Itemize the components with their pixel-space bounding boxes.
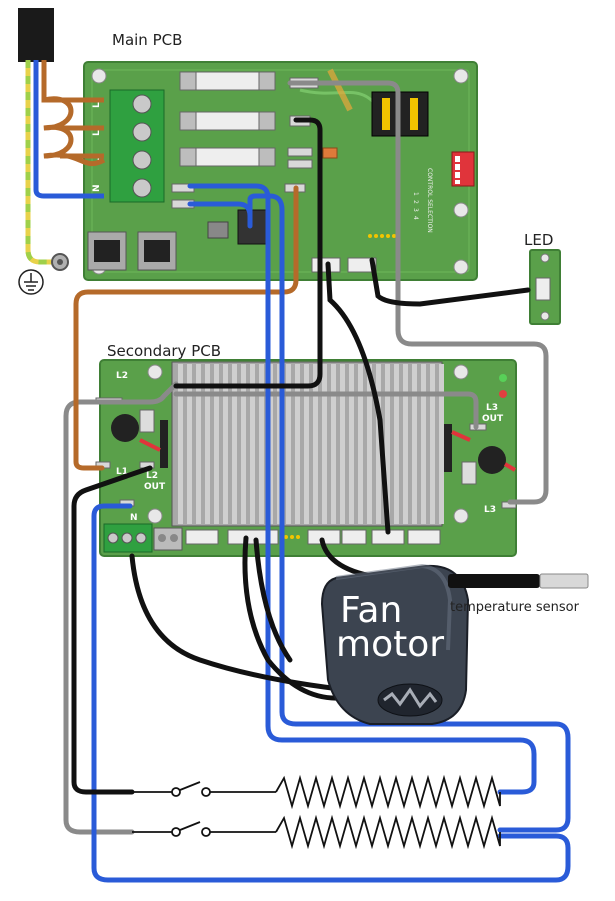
heatsink-fin — [250, 364, 255, 524]
secondary-terminal-block — [103, 523, 183, 553]
heatsink-fin — [430, 364, 435, 524]
heatsink-fin — [403, 364, 408, 524]
heatsink-fin — [367, 364, 372, 524]
switch-icon — [132, 781, 276, 837]
pin-header — [368, 234, 396, 238]
terminal-label-l1: L — [92, 102, 102, 108]
fan-label-line1: Fan — [340, 590, 402, 631]
heatsink-fin — [313, 364, 318, 524]
heatsink-fin — [304, 364, 309, 524]
dip-switch-icon — [451, 151, 475, 187]
heatsink-fin — [385, 364, 390, 524]
temperature-sensor — [448, 573, 589, 589]
heatsink-fin — [241, 364, 246, 524]
silk-n: N — [130, 513, 138, 523]
main-terminal-block: L L L N — [92, 89, 165, 203]
brown-coil-loops — [43, 96, 106, 167]
heatsink-fin — [340, 364, 345, 524]
silk-switch-2: 2 — [412, 200, 419, 204]
heatsink-fin — [322, 364, 327, 524]
wire-blue — [91, 183, 571, 883]
secondary-pcb-label: Secondary PCB — [107, 342, 221, 360]
led-board — [529, 249, 561, 325]
silk-control-selection: CONTROL SELECTION — [426, 168, 433, 233]
heatsink-fin — [358, 364, 363, 524]
heatsink-fin — [286, 364, 291, 524]
heatsink-fin — [295, 364, 300, 524]
heatsink-fin — [394, 364, 399, 524]
terminal-label-n: N — [92, 184, 102, 192]
heatsink-fin — [223, 364, 228, 524]
silk-switch-4: 4 — [412, 216, 419, 220]
silk-l3-out-b: OUT — [482, 414, 504, 424]
rj45-jack — [87, 231, 177, 271]
fuse-icon — [179, 71, 276, 167]
heatsink-fin — [331, 364, 336, 524]
silk-l2: L2 — [116, 371, 128, 381]
terminal-label-l2: L — [92, 130, 102, 136]
main-pcb-label: Main PCB — [112, 31, 182, 49]
mains-cable — [18, 8, 106, 271]
heatsink-fin — [349, 364, 354, 524]
heating-coil-icon — [275, 774, 501, 850]
silk-l2-out-a: L2 — [146, 471, 158, 481]
temperature-sensor-label: temperature sensor — [450, 600, 580, 615]
heatsink-fin — [376, 364, 381, 524]
silk-l3-out-a: L3 — [486, 403, 498, 413]
led-label: LED — [524, 231, 553, 249]
silk-l3: L3 — [484, 505, 496, 515]
silk-l2-out-b: OUT — [144, 482, 166, 492]
heatsink-fin — [178, 364, 183, 524]
heatsink-fin — [439, 364, 444, 524]
current-sensor-icon — [111, 409, 517, 485]
heatsink-fin — [421, 364, 426, 524]
secondary-pcb: L2 L1 L2 OUT L3 OUT L3 N — [95, 359, 517, 557]
earth-ground-icon — [18, 269, 44, 295]
wire-brown — [73, 185, 299, 471]
silk-l1: L1 — [116, 467, 128, 477]
heatsink-fin — [214, 364, 219, 524]
silk-switch-3: 3 — [412, 208, 419, 212]
fan-motor-icon: Fan motor — [320, 563, 470, 725]
fan-label-line2: motor — [336, 624, 444, 665]
heatsink-fin — [232, 364, 237, 524]
silk-switch-1: 1 — [412, 192, 419, 196]
heatsink-fin — [205, 364, 210, 524]
heatsink-fin — [196, 364, 201, 524]
heatsink-fin — [412, 364, 417, 524]
heatsink-fin — [187, 364, 192, 524]
heatsink-fin — [259, 364, 264, 524]
